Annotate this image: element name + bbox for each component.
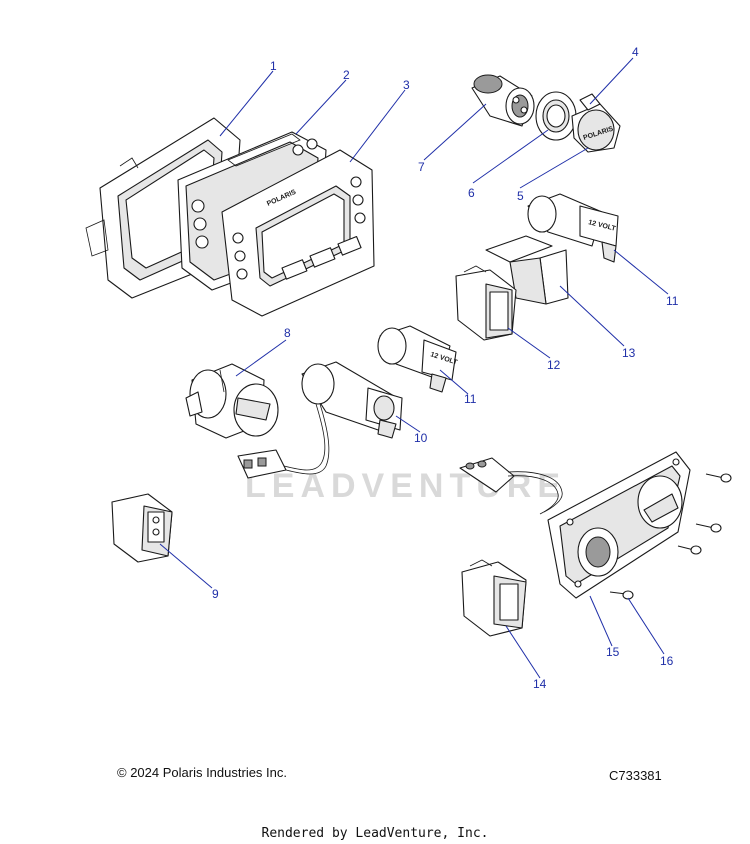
watermark: LEADVENTURE <box>245 467 566 505</box>
part-7-usb-socket <box>471 74 535 127</box>
callout-11-lower: 11 <box>464 392 477 406</box>
part-8-ignition-switch <box>185 363 279 439</box>
callout-10: 10 <box>414 431 428 445</box>
callout-16: 16 <box>660 654 674 668</box>
part-11-12v-socket-upper: 12 VOLT <box>527 193 619 263</box>
callout-2: 2 <box>343 68 350 82</box>
part-15-control-panel <box>459 451 691 599</box>
part-11-12v-socket-lower: 12 VOLT <box>377 325 459 393</box>
part-14-rocker-switch <box>461 559 527 637</box>
callout-15: 15 <box>606 645 620 659</box>
leader-lines <box>159 57 669 679</box>
callout-3: 3 <box>403 78 410 92</box>
callout-1: 1 <box>270 59 277 73</box>
rendered-by-credit: Rendered by LeadVenture, Inc. <box>261 826 489 841</box>
callout-12: 12 <box>547 358 561 372</box>
callout-9: 9 <box>212 587 219 601</box>
diagram-code: C733381 <box>609 768 662 783</box>
callout-7: 7 <box>418 160 425 174</box>
callout-8: 8 <box>284 326 291 340</box>
part-16-screws <box>609 473 732 600</box>
callout-4: 4 <box>632 45 639 59</box>
callout-6: 6 <box>468 186 475 200</box>
part-3-bezel: POLARIS <box>221 149 375 317</box>
callout-14: 14 <box>533 677 547 691</box>
part-5-usb-cover: POLARIS <box>571 103 621 153</box>
part-13-switch-bezel <box>485 235 569 305</box>
part-9-rocker-switch <box>111 493 173 563</box>
callout-11-upper: 11 <box>666 294 679 308</box>
callout-5: 5 <box>517 189 524 203</box>
copyright-notice: © 2024 Polaris Industries Inc. <box>117 765 287 780</box>
part-6-retaining-nut <box>535 91 577 141</box>
part-12-rocker-switch <box>455 265 517 341</box>
callout-numbers: 1 2 3 4 5 6 7 8 9 10 11 11 12 13 14 15 1… <box>212 45 679 691</box>
part-10-harness-usb-socket <box>237 361 403 479</box>
callout-13: 13 <box>622 346 636 360</box>
